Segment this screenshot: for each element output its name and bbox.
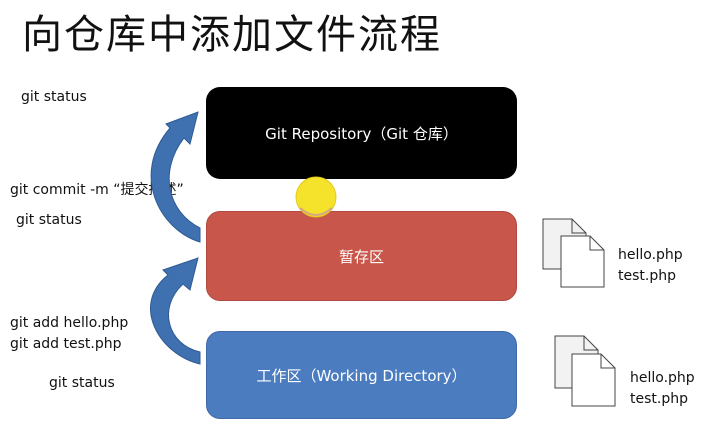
- staging-file-name: test.php: [618, 268, 676, 284]
- staging-files-icon: [542, 218, 605, 288]
- staging-area-label: 暂存区: [338, 247, 384, 266]
- git-repository-box: Git Repository（Git 仓库）: [206, 87, 517, 179]
- git-repository-label: Git Repository（Git 仓库）: [265, 124, 458, 143]
- staging-file-list: hello.php test.php: [618, 245, 683, 287]
- working-directory-box: 工作区（Working Directory）: [206, 331, 517, 419]
- git-commit-command: git commit -m “提交描述”: [10, 182, 184, 198]
- git-status-command-top: git status: [21, 89, 87, 105]
- git-status-command-mid: git status: [16, 212, 82, 228]
- add-arrow-icon: [150, 257, 201, 365]
- page-title: 向仓库中添加文件流程: [22, 12, 442, 58]
- git-add-test-command: git add test.php: [10, 336, 122, 352]
- working-file-name: hello.php: [630, 370, 695, 386]
- highlight-circle-icon: [295, 176, 337, 218]
- working-directory-label: 工作区（Working Directory）: [256, 366, 467, 385]
- working-file-list: hello.php test.php: [630, 368, 695, 410]
- working-file-name: test.php: [630, 391, 688, 407]
- commit-arrow-icon: [150, 111, 201, 243]
- staging-file-name: hello.php: [618, 247, 683, 263]
- git-status-command-bottom: git status: [49, 375, 115, 391]
- working-files-icon: [554, 335, 616, 407]
- staging-area-box: 暂存区: [206, 211, 517, 301]
- git-add-hello-command: git add hello.php: [10, 315, 129, 331]
